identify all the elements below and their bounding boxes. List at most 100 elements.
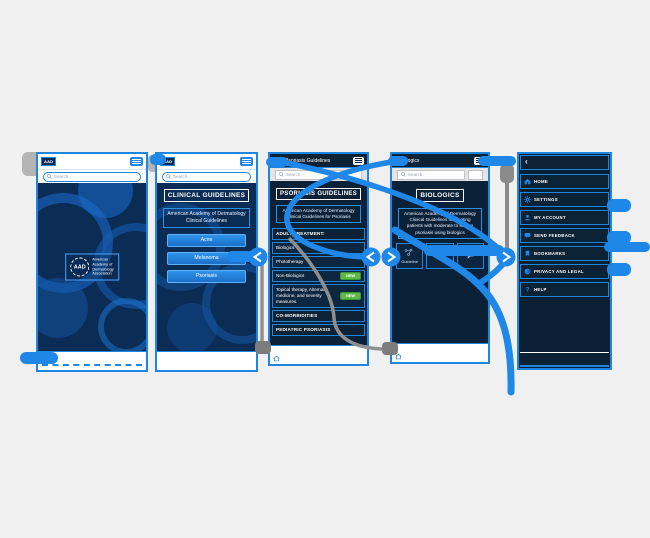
shield-icon	[524, 268, 531, 275]
artboard-handle[interactable]	[22, 152, 40, 176]
page-subtitle: American Academy of Dermatology Clinical…	[163, 208, 250, 228]
button-acne[interactable]: Acne	[167, 233, 246, 247]
screen-footer	[157, 351, 256, 370]
wire-handle[interactable]	[500, 164, 514, 183]
new-badge: NEW	[340, 272, 361, 281]
menu-item-home[interactable]: HOME	[520, 174, 609, 189]
menu-item-bookmarks[interactable]: BOOKMARKS	[520, 246, 609, 261]
search-icon	[166, 174, 171, 179]
decor-circle	[202, 263, 256, 344]
edit-icon	[435, 250, 444, 259]
menu-item-label: HOME	[534, 179, 549, 184]
menu-item-privacy-and-legal[interactable]: PRIVACY AND LEGAL	[520, 264, 609, 279]
menu-item-label: HELP	[534, 287, 547, 292]
artboard-biologics[interactable]: ‹ Biologics Search BIOLOGICS American Ac…	[390, 152, 490, 364]
search-icon	[279, 172, 284, 177]
hamburger-menu-icon[interactable]	[130, 157, 143, 166]
flowchart-icon	[404, 248, 413, 256]
hamburger-menu-icon[interactable]	[240, 157, 253, 166]
org-name-line: Dermatology	[92, 267, 114, 271]
menu-footer-bar	[520, 352, 609, 367]
search-bar: Search	[38, 170, 146, 183]
page-title: PSORIASIS GUIDELINES	[275, 188, 361, 200]
search-button[interactable]	[468, 169, 483, 180]
button-psoriasis[interactable]: Psoriasis	[167, 269, 246, 283]
hamburger-menu-icon[interactable]	[474, 156, 485, 165]
artboard-menu[interactable]: ‹ HOME SETTINGS MY ACCOUNT SEND FEEDBACK…	[517, 152, 612, 370]
page-subtitle: American Academy of Dermatology Clinical…	[398, 208, 482, 239]
menu-item-help[interactable]: ? HELP	[520, 282, 609, 297]
page-title: CLINICAL GUIDELINES	[163, 189, 250, 202]
search-input[interactable]: Search	[162, 171, 251, 182]
menu-item-my-account[interactable]: MY ACCOUNT	[520, 210, 609, 225]
header-title: Psoriasis Guidelines	[285, 157, 331, 164]
row-phototherapy[interactable]: Phototherapy	[272, 256, 365, 269]
home-icon	[524, 178, 531, 185]
decor-circle	[38, 278, 88, 338]
menu-empty-area	[519, 297, 610, 352]
app-header: AAD	[38, 154, 146, 170]
aad-logo: AAD	[41, 157, 57, 166]
menu-item-label: PRIVACY AND LEGAL	[534, 269, 584, 274]
new-badge: NEW	[340, 292, 361, 301]
tile-label: Guideline	[401, 258, 419, 264]
menu-item-label: BOOKMARKS	[534, 251, 566, 256]
artboard-psoriasis-guidelines[interactable]: Psoriasis Guidelines Search PSORIASIS GU…	[268, 152, 369, 366]
tile-feedback[interactable]	[456, 242, 484, 269]
decor-circle	[98, 298, 146, 351]
hamburger-menu-icon[interactable]	[353, 156, 364, 165]
decor-circle	[167, 303, 217, 351]
screen-footer	[392, 343, 488, 362]
home-icon[interactable]	[395, 353, 402, 360]
menu-item-settings[interactable]: SETTINGS	[520, 192, 609, 207]
artboard-splash[interactable]: AAD Search AAD American Academy of Derma…	[36, 152, 148, 372]
artboard-clinical-guidelines[interactable]: AAD Search CLINICAL GUIDELINES American …	[155, 152, 258, 372]
button-melanoma[interactable]: Melanoma	[167, 251, 246, 265]
connection-node[interactable]	[496, 247, 516, 267]
search-icon	[47, 174, 52, 179]
search-input[interactable]: Search	[397, 169, 465, 180]
aad-splash-logo: AAD American Academy of Dermatology Asso…	[65, 253, 119, 281]
row-biologics[interactable]: Biologics	[272, 242, 365, 255]
aad-logo-circle: AAD	[70, 257, 90, 277]
screen-footer	[38, 351, 146, 370]
search-bar: Search	[392, 168, 488, 181]
app-header: AAD	[157, 154, 256, 170]
screen-footer	[270, 345, 367, 364]
search-button[interactable]	[347, 169, 362, 180]
aad-logo: AAD	[160, 157, 176, 166]
org-name-line: Academy of	[92, 262, 113, 267]
tile-summary[interactable]	[426, 242, 454, 269]
menu-item-label: SEND FEEDBACK	[534, 233, 575, 238]
section-adult-treatment: ADULT TREATMENT:	[272, 228, 365, 241]
biologics-content: BIOLOGICS American Academy of Dermatolog…	[392, 181, 488, 343]
search-bar: Search	[157, 170, 256, 183]
search-placeholder: Search	[408, 172, 423, 177]
back-arrow-icon[interactable]: ‹	[395, 157, 398, 164]
menu-item-label: MY ACCOUNT	[534, 215, 566, 220]
row-topical-therapy[interactable]: Topical therapy, Alternate medicine, and…	[272, 284, 365, 309]
psoriasis-content: PSORIASIS GUIDELINES American Academy of…	[270, 181, 367, 345]
question-icon: ?	[526, 287, 530, 293]
section-co-morbidities[interactable]: CO-MORBIDITIES	[272, 310, 365, 323]
menu-item-label: SETTINGS	[534, 197, 558, 202]
feedback-icon	[524, 233, 531, 239]
bookmark-icon	[525, 250, 530, 257]
splash-content: AAD American Academy of Dermatology Asso…	[38, 183, 146, 351]
search-bar: Search	[270, 168, 367, 181]
menu-item-send-feedback[interactable]: SEND FEEDBACK	[520, 228, 609, 243]
search-placeholder: Search	[54, 174, 69, 179]
menu-back-bar[interactable]: ‹	[520, 155, 609, 170]
clinical-content: CLINICAL GUIDELINES American Academy of …	[157, 183, 256, 351]
section-pediatric-psoriasis[interactable]: PEDIATRIC PSORIASIS	[272, 324, 365, 337]
scroll-boundary-dashes	[42, 364, 142, 366]
tile-guideline[interactable]: Guideline	[396, 242, 424, 269]
home-icon[interactable]	[273, 355, 280, 362]
search-input[interactable]: Search	[275, 169, 344, 180]
back-chevron-icon[interactable]: ‹	[525, 157, 528, 166]
org-name-line: American	[92, 257, 109, 262]
search-input[interactable]: Search	[43, 171, 141, 182]
search-placeholder: Search	[286, 172, 301, 177]
